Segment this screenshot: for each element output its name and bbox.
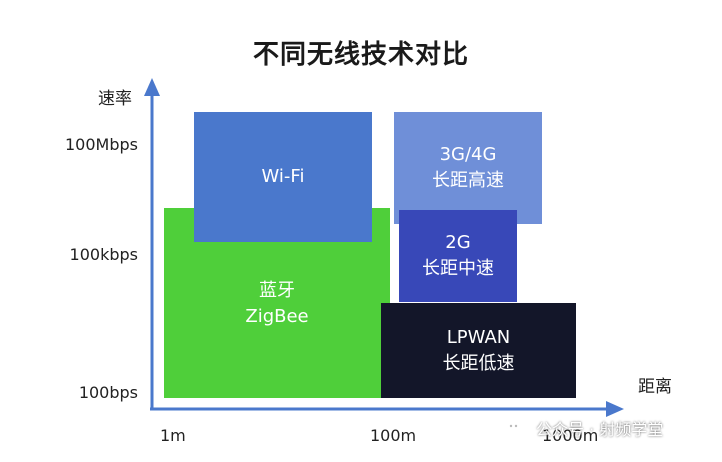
y-axis-arrow-icon bbox=[144, 78, 160, 96]
x-tick-1m: 1m bbox=[160, 426, 186, 445]
x-tick-1000m: 1000m bbox=[542, 426, 599, 445]
block-lpwan: LPWAN 长距低速 bbox=[381, 303, 576, 398]
block-wifi-label: Wi-Fi bbox=[261, 166, 305, 187]
block-lpwan-line1: LPWAN bbox=[446, 326, 511, 348]
block-3g4g-line1: 3G/4G bbox=[439, 144, 497, 165]
wechat-icon bbox=[505, 420, 528, 436]
block-3g4g-line2: 长距高速 bbox=[432, 170, 504, 191]
watermark: 公众号 · 射频学堂 bbox=[504, 416, 663, 440]
block-bluetooth-line1: 蓝牙 bbox=[259, 280, 295, 301]
y-tick-100mbps: 100Mbps bbox=[65, 135, 138, 154]
y-tick-100kbps: 100kbps bbox=[69, 245, 138, 264]
block-3g4g: 3G/4G 长距高速 bbox=[394, 112, 542, 224]
block-2g: 2G 长距中速 bbox=[399, 210, 517, 302]
y-tick-100bps: 100bps bbox=[78, 383, 138, 402]
watermark-text: 公众号 · 射频学堂 bbox=[536, 420, 664, 439]
chart-title: 不同无线技术对比 bbox=[252, 40, 469, 70]
block-bluetooth-line2: ZigBee bbox=[245, 306, 309, 327]
block-2g-line2: 长距中速 bbox=[422, 258, 494, 279]
block-wifi: Wi-Fi bbox=[194, 112, 372, 242]
y-axis-label: 速率 bbox=[98, 89, 132, 109]
x-axis-label: 距离 bbox=[638, 377, 672, 397]
block-2g-line1: 2G bbox=[445, 232, 471, 253]
block-lpwan-line2: 长距低速 bbox=[442, 352, 515, 374]
x-axis-arrow-icon bbox=[606, 401, 624, 417]
x-tick-100m: 100m bbox=[370, 426, 417, 445]
